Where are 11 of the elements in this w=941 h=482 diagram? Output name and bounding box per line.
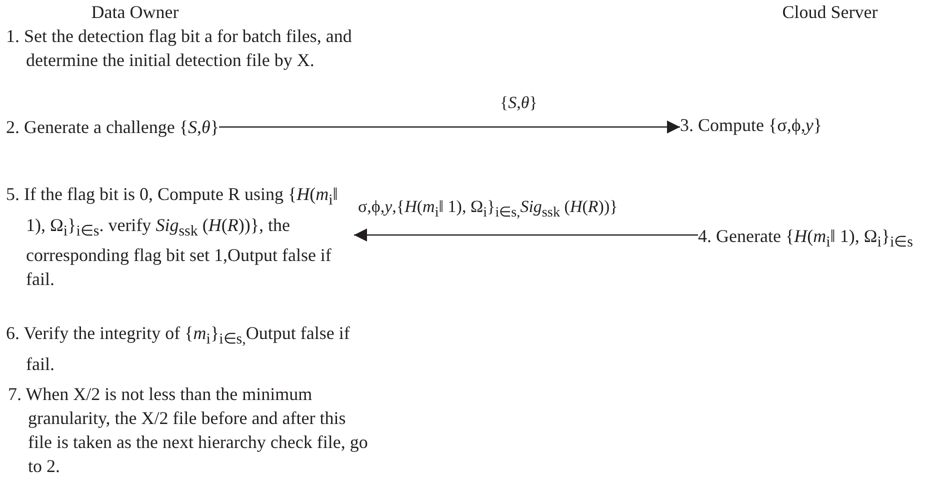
column-heading: Data Owner xyxy=(90,1,180,24)
step-text: 4. Generate {H(m$_{i}$‖ 1), Ω$_{i}$}$_{i∈s}$ xyxy=(698,225,914,253)
step-text: 6. Verify the integrity of {m$_{i}$}$_{i∈s,}$Output false if fail. xyxy=(6,322,351,376)
step-text: 5. If the flag bit is 0, Compute R using {H(m$_{i}$‖ 1), Ω$_{i}$}$_{i∈s}$. verify Sig$_{ssk}$ (H(R))}, the corresponding flag bit set 1,Output false if fail. xyxy=(6,183,339,292)
step-text: 1. Set the detection flag bit a for batch files, and determine the initial detection file by X. xyxy=(6,25,353,72)
arrow xyxy=(354,228,698,242)
arrow xyxy=(219,120,680,134)
step-text: 2. Generate a challenge {S,θ} xyxy=(6,116,220,139)
step-text: 7. When X/2 is not less than the minimum granularity, the X/2 file before and after this file is taken as the next hierarchy check file, go to 2. xyxy=(8,383,369,478)
column-heading: Cloud Server xyxy=(781,1,879,24)
step-text: 3. Compute {σ,ϕ,y} xyxy=(680,114,822,137)
